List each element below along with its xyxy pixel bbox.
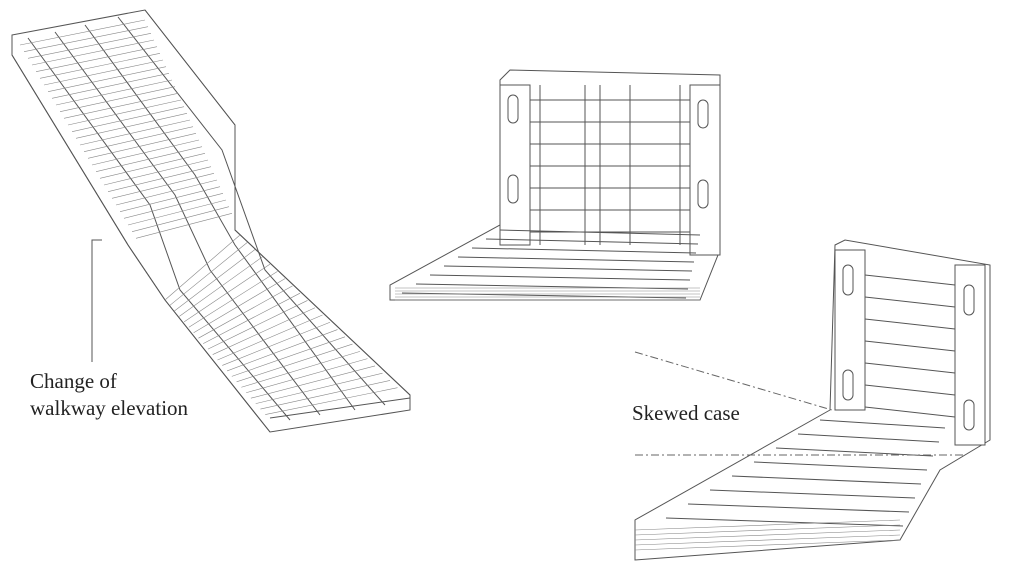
hatch-line <box>43 59 164 86</box>
hatch-line <box>39 53 161 79</box>
hatch-line <box>169 242 248 306</box>
elevation-label-line1: Change of <box>30 369 117 393</box>
hatch-line <box>753 461 928 471</box>
hatch-line <box>260 380 391 410</box>
hatch-line <box>864 362 956 374</box>
hatch-line <box>864 406 956 418</box>
hatch-line <box>864 318 956 330</box>
hatch-line <box>127 199 227 226</box>
corner-joint-figure <box>389 69 721 301</box>
hatch-line <box>131 206 230 232</box>
hatch-line <box>255 372 383 404</box>
hatch-line <box>87 133 197 159</box>
hatch-line <box>164 234 241 301</box>
hatch-line <box>241 351 361 388</box>
hatch-line <box>634 529 901 541</box>
hatch-line <box>222 321 331 366</box>
hatch-line <box>67 99 182 126</box>
hatch-line <box>174 249 256 312</box>
hatch-line <box>23 26 149 52</box>
hatch-line <box>207 300 308 350</box>
hatch-line <box>236 343 353 383</box>
hatch-line <box>634 519 901 531</box>
hatch-line <box>27 33 152 59</box>
hatch-line <box>634 539 901 551</box>
hatch-line <box>91 139 200 166</box>
hatch-line <box>709 489 916 499</box>
hatch-line <box>119 186 221 212</box>
hatch-line <box>123 193 224 219</box>
hatch-line <box>819 419 946 429</box>
hatch-line <box>797 433 940 443</box>
hatch-line <box>457 256 695 263</box>
hatch-line <box>99 153 206 179</box>
hatch-line <box>687 503 910 513</box>
hatch-line <box>499 229 701 236</box>
hatch-line <box>864 340 956 352</box>
walkway-elevation-figure <box>11 9 411 433</box>
skewed-case-label: Skewed case <box>632 401 740 425</box>
hatch-line <box>111 173 215 199</box>
hatch-line <box>135 213 233 239</box>
hatch-line <box>226 329 338 372</box>
hatch-line <box>246 358 368 394</box>
hatch-line <box>485 238 699 245</box>
hatch-line <box>217 314 323 361</box>
elevation-label: Change of walkway elevation <box>30 368 188 422</box>
hatch-line <box>864 296 956 308</box>
hatch-line <box>775 447 934 457</box>
hatch-line <box>634 524 901 536</box>
skew-reference-line <box>634 351 833 411</box>
hatch-line <box>19 19 146 46</box>
hatch-line <box>231 336 346 377</box>
hatch-line <box>731 475 922 485</box>
hatch-line <box>79 119 191 146</box>
hatch-line <box>665 517 904 527</box>
hatch-line <box>429 274 691 281</box>
hatch-line <box>47 66 167 92</box>
elevation-label-line2: walkway elevation <box>30 396 189 420</box>
hatch-line <box>103 159 209 186</box>
hatch-line <box>55 79 173 106</box>
hatch-line <box>63 93 179 119</box>
skewed-joint-figure <box>634 239 991 561</box>
hatch-line <box>31 39 155 66</box>
hatch-line <box>864 384 956 396</box>
hatch-line <box>188 271 278 328</box>
hatch-line <box>75 113 188 139</box>
hatch-line <box>198 285 293 339</box>
hatch-line <box>107 166 212 192</box>
hatch-line <box>183 263 271 323</box>
hatch-line <box>203 292 301 344</box>
hatch-line <box>864 274 956 286</box>
hatch-line <box>471 247 697 254</box>
hatch-line <box>179 256 263 317</box>
hatch-line <box>35 46 158 72</box>
hatch-line <box>95 146 203 172</box>
hatch-line <box>193 278 286 333</box>
hatch-line <box>443 265 693 272</box>
hatch-line <box>59 86 176 112</box>
hatch-line <box>634 534 901 546</box>
hatch-line <box>212 307 316 355</box>
hatch-line <box>71 106 185 132</box>
hatch-line <box>115 179 218 206</box>
hatch-line <box>51 73 170 99</box>
hatch-line <box>250 365 376 399</box>
hatch-line <box>265 387 398 415</box>
leader-line <box>91 239 102 362</box>
hatch-line <box>83 126 194 152</box>
